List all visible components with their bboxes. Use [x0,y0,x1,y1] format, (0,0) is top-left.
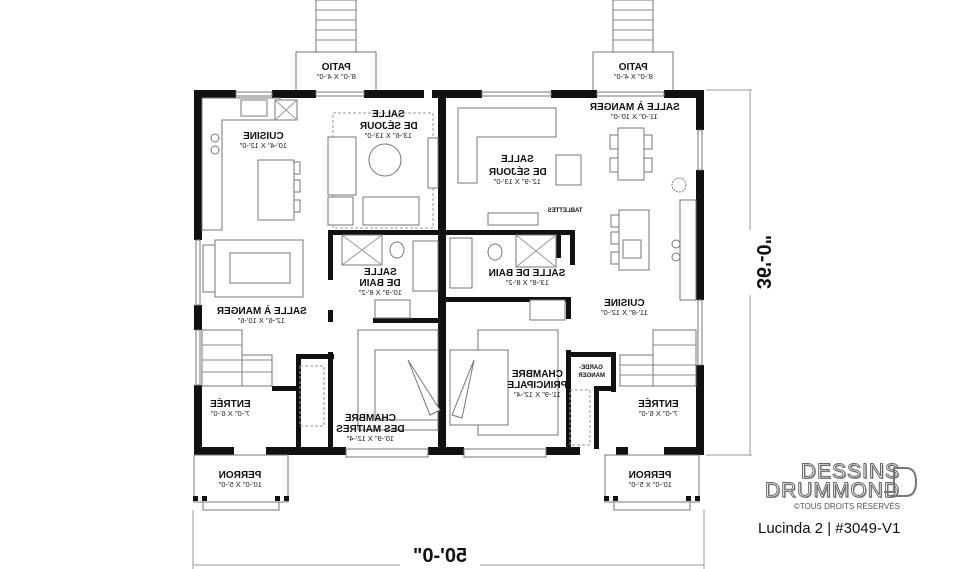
labels-right-unit: PATIO 8'-0" X 4'-0" SALLE À MANGER 11'-0… [488,62,680,489]
overall-depth-dimension: 36'-0" [752,235,774,289]
label-perron-right: PERRON [629,470,672,481]
label-chambre-left-2: DES MAITRES [336,424,405,435]
dims-perron-right: 10'-0" X 5'-0" [628,480,672,489]
label-cuisine-left: CUISINE [243,131,284,142]
label-cuisine-right: CUISINE [604,298,645,309]
exterior-walls [194,90,704,455]
rear-stairs-right [612,0,654,53]
label-garde-manger-1: GARDE- [579,365,603,371]
interior-walls-left [272,230,438,449]
label-entree-right: ENTRÉE [638,397,679,410]
brand-logo: DESSINS DRUMMOND ©TOUS DROITS RÉSERVÉS [730,460,930,532]
brand-line1: DESSINS [800,460,900,483]
front-porches [193,454,700,511]
dims-patio-left: 8'-0" X 4'-0" [316,72,355,81]
label-bain-right: SALLE DE BAIN [489,268,566,279]
rear-stairs-left [315,0,357,53]
label-sejour-right-1: SALLE [501,154,534,165]
dims-sejour-right: 12'-9" X 13'-0" [493,177,541,186]
dims-cuisine-left: 10'-4" X 12'-0" [239,141,287,150]
label-chambre-left-1: CHAMBRE [344,413,395,424]
dims-manger-left: 12'-6" X 10'-6" [237,316,285,325]
brand-copyright: ©TOUS DROITS RÉSERVÉS [793,502,900,511]
label-sejour-right-2: DE SÉJOUR [488,165,547,178]
furniture-right [449,107,697,446]
brand-line2: DRUMMOND [764,479,900,502]
labels-left-unit: PATIO 8'-0" X 4'-0" CUISINE 10'-4" X 12'… [210,62,418,489]
dims-chambre-right: 11'-9" X 12'-4" [514,390,561,399]
label-chambre-right-1: CHAMBRE [511,369,562,380]
interior-walls-right [446,230,616,449]
label-perron-left: PERRON [219,470,262,481]
label-garde-manger-2: MANGER [578,373,605,379]
model-name: Lucinda 2 | #3049-V1 [758,520,901,537]
brand-d-icon [884,467,918,497]
label-chambre-right-2: PRINCIPALE [507,380,567,391]
dims-cuisine-right: 11'-8" X 12'-0" [601,308,648,317]
dims-bain-left: 10'-9" X 8'-2" [358,288,402,297]
overall-width-dimension: 50'-0" [413,545,467,567]
label-tablettes: TABLETTES [548,208,583,214]
dims-manger-right: 11'-0" X 10'-0" [611,112,658,121]
label-patio-left: PATIO [321,62,350,73]
label-manger-left: SALLE À MANGER [216,304,307,317]
dims-chambre-left: 10'-9" X 12'-4" [346,434,394,443]
patio-left [295,51,377,95]
furniture-left [201,97,441,431]
dims-sejour-left: 13'-6" X 13'-0" [364,131,412,140]
label-manger-right: SALLE À MANGER [589,100,680,113]
label-sejour-left-1: SALLE [372,109,405,120]
dims-entree-left: 7'-0" X 6'-0" [210,409,249,418]
dims-entree-right: 7'-0" X 6'-0" [638,409,677,418]
dims-bain-right: 13'-8" X 8'-2" [505,278,549,287]
dims-perron-left: 10'-0" X 5'-0" [218,480,262,489]
dims-patio-right: 8'-0" X 4'-0" [613,72,652,81]
windows [195,91,703,458]
label-bain-left-2: DE BAIN [359,278,400,289]
label-patio-right: PATIO [618,62,647,73]
dimension-lines [192,89,752,569]
label-entree-left: ENTRÉE [210,397,251,410]
label-bain-left-1: SALLE [364,267,397,278]
label-sejour-left-2: DE SÉJOUR [359,119,418,132]
